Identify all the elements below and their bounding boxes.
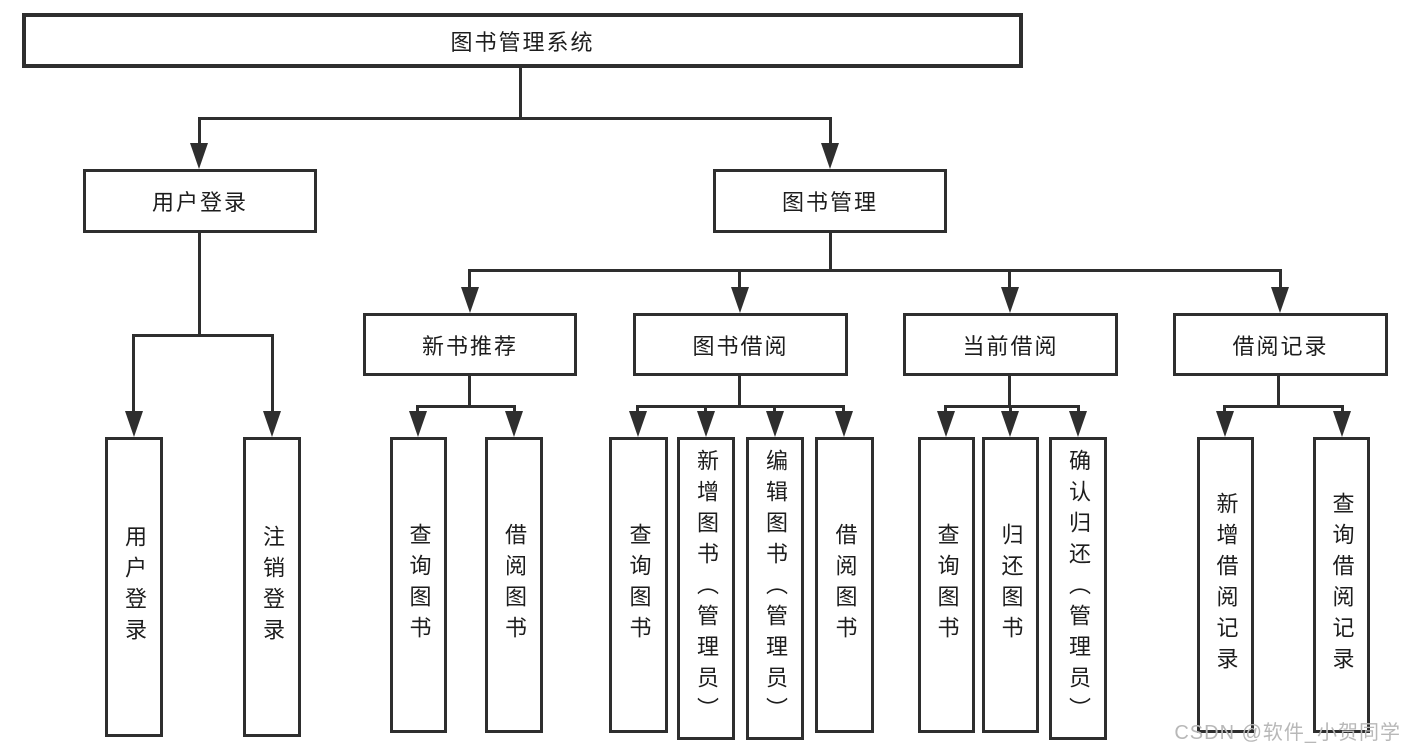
node-leaf-add-books-admin: 新增图书（管理员） (677, 437, 735, 740)
node-leaf-add-borrow-record: 新增借阅记录 (1197, 437, 1254, 733)
connector-line (944, 405, 1080, 408)
connector-line (829, 233, 832, 272)
arrow-down-icon (1333, 411, 1351, 437)
node-label: 归还图书 (998, 523, 1024, 647)
connector-line (738, 376, 741, 408)
node-label: 查询图书 (626, 523, 652, 647)
node-label: 注销登录 (260, 525, 285, 649)
connector-line (1277, 376, 1280, 408)
connector-line (132, 334, 274, 337)
connector-line (1009, 405, 1012, 415)
arrow-down-icon (1001, 287, 1019, 313)
node-label: 当前借阅 (962, 333, 1059, 359)
arrow-down-icon (1271, 287, 1289, 313)
connector-line (1008, 269, 1011, 289)
node-current-borrowing: 当前借阅 (903, 313, 1118, 376)
node-label: 用户登录 (122, 525, 147, 649)
node-book-borrowing: 图书借阅 (633, 313, 848, 376)
node-label: 借阅图书 (502, 523, 527, 647)
connector-line (636, 405, 845, 408)
connector-line (738, 269, 741, 289)
connector-line (416, 405, 419, 415)
node-leaf-borrow-books: 借阅图书 (815, 437, 874, 733)
arrow-down-icon (409, 411, 427, 437)
node-leaf-query-books-borrowing: 查询图书 (609, 437, 668, 733)
arrow-down-icon (125, 411, 143, 437)
connector-line (829, 117, 832, 145)
node-label: 图书管理系统 (450, 29, 595, 55)
node-label: 图书管理 (781, 190, 878, 215)
node-leaf-return-books: 归还图书 (982, 437, 1039, 733)
node-label: 借阅图书 (832, 523, 858, 647)
arrow-down-icon (821, 143, 839, 169)
connector-line (198, 117, 201, 145)
connector-line (1341, 405, 1344, 415)
connector-line (271, 334, 274, 413)
connector-line (416, 405, 516, 408)
connector-line (468, 376, 471, 408)
connector-line (636, 405, 639, 415)
arrow-down-icon (629, 411, 647, 437)
node-label: 新增借阅记录 (1213, 492, 1239, 678)
node-borrowing-records: 借阅记录 (1173, 313, 1388, 376)
arrow-down-icon (766, 411, 784, 437)
node-label: 确认归还（管理员） (1066, 449, 1091, 728)
connector-line (468, 269, 471, 289)
arrow-down-icon (461, 287, 479, 313)
node-label: 查询图书 (406, 523, 432, 647)
arrow-down-icon (263, 411, 281, 437)
connector-line (773, 405, 776, 415)
connector-line (1008, 376, 1011, 408)
node-new-book-recommendation: 新书推荐 (363, 313, 577, 376)
connector-line (513, 405, 516, 415)
node-label: 查询借阅记录 (1329, 492, 1355, 678)
node-leaf-logout: 注销登录 (243, 437, 301, 737)
arrow-down-icon (1001, 411, 1019, 437)
arrow-down-icon (937, 411, 955, 437)
connector-line (519, 68, 522, 119)
node-user-login: 用户登录 (83, 169, 317, 233)
node-label: 查询图书 (934, 523, 960, 647)
node-leaf-borrow-books-recommend: 借阅图书 (485, 437, 543, 733)
node-book-management: 图书管理 (713, 169, 947, 233)
node-leaf-query-books-recommend: 查询图书 (390, 437, 447, 733)
arrow-down-icon (731, 287, 749, 313)
node-leaf-confirm-return-admin: 确认归还（管理员） (1049, 437, 1107, 740)
node-leaf-query-books-current: 查询图书 (918, 437, 975, 733)
arrow-down-icon (505, 411, 523, 437)
arrow-down-icon (1069, 411, 1087, 437)
connector-line (198, 117, 832, 120)
connector-line (1279, 269, 1282, 289)
connector-line (944, 405, 947, 415)
node-leaf-query-borrow-record: 查询借阅记录 (1313, 437, 1370, 733)
arrow-down-icon (1216, 411, 1234, 437)
node-label: 新书推荐 (421, 333, 518, 359)
node-label: 图书借阅 (692, 333, 789, 359)
connector-line (198, 233, 201, 337)
connector-line (704, 405, 707, 415)
arrow-down-icon (835, 411, 853, 437)
arrow-down-icon (190, 143, 208, 169)
connector-line (842, 405, 845, 415)
node-label: 借阅记录 (1232, 333, 1329, 359)
arrow-down-icon (697, 411, 715, 437)
connector-line (1223, 405, 1344, 408)
node-library-system: 图书管理系统 (22, 13, 1023, 68)
node-label: 新增图书（管理员） (694, 449, 719, 728)
node-label: 用户登录 (151, 190, 248, 215)
node-label: 编辑图书（管理员） (763, 449, 788, 728)
connector-line (468, 269, 1282, 272)
watermark: CSDN @软件_小贺同学 (1174, 722, 1401, 744)
connector-line (1077, 405, 1080, 415)
connector-line (132, 334, 135, 413)
node-leaf-user-login: 用户登录 (105, 437, 163, 737)
node-leaf-edit-books-admin: 编辑图书（管理员） (746, 437, 804, 740)
connector-line (1223, 405, 1226, 415)
